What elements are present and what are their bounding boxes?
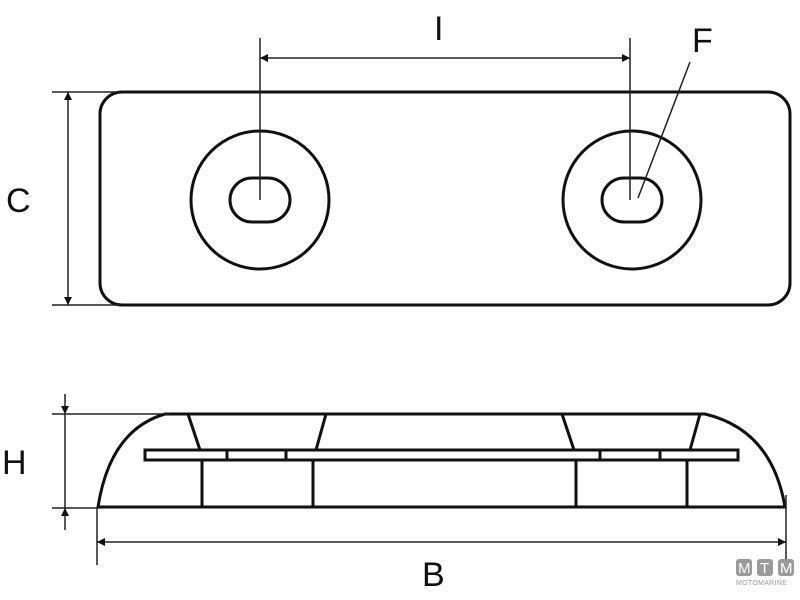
label-b: B [422,556,445,594]
label-c: C [6,182,31,220]
dimension-h: H [2,394,170,530]
insert-lines [200,460,689,507]
motomarine-logo: M T M MOTOMARINE [736,559,794,587]
left-countersink [186,413,328,451]
side-view [96,412,787,509]
label-h: H [2,444,27,482]
svg-text:T: T [760,560,769,577]
label-i: I [434,10,443,48]
dimension-i: I [259,10,631,200]
steel-strap [143,448,740,462]
svg-text:M: M [738,560,751,577]
right-countersink [560,413,702,451]
top-view [98,90,792,307]
dimension-c: C [6,91,120,306]
svg-text:M: M [780,560,793,577]
label-f: F [692,22,713,60]
right-hole [600,176,664,224]
right-washer [561,129,703,271]
dimension-f: F [637,22,713,199]
plate-outline [98,90,792,307]
dimension-b: B [96,495,787,594]
side-outline [96,412,787,509]
svg-text:MOTOMARINE: MOTOMARINE [736,580,787,587]
